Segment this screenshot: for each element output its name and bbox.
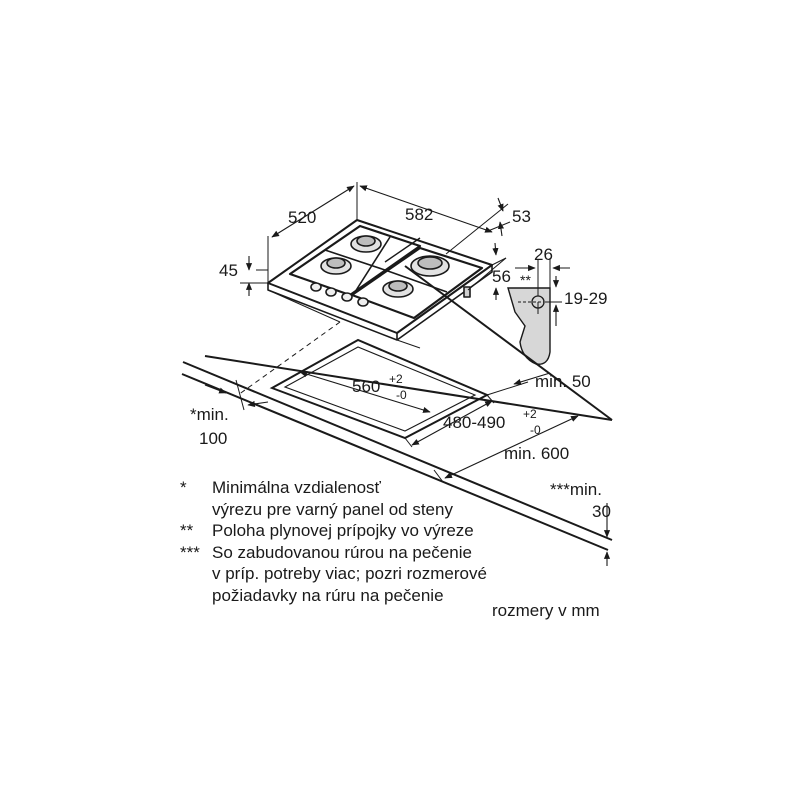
- control-knobs: [310, 282, 369, 307]
- dim-min-100: *min. 100: [190, 379, 269, 448]
- dim-582-label: 582: [405, 205, 433, 224]
- burner-front-right: [382, 280, 414, 298]
- footnote-2-text: Poloha plynovej prípojky vo výreze: [212, 521, 474, 540]
- footnote-1: * Minimálna vzdialenosť výrezu pre varný…: [180, 477, 620, 520]
- dim-min-50: min. 50: [486, 372, 591, 396]
- dim-480-490-tol-minus: -0: [530, 423, 541, 437]
- footnote-2-mark: **: [180, 521, 194, 540]
- cooktop-drawing: [267, 219, 493, 341]
- dim-45-label: 45: [219, 261, 238, 280]
- dim-26-label: 26: [534, 245, 553, 264]
- footnote-1-text: Minimálna vzdialenosť výrezu pre varný p…: [212, 478, 453, 519]
- dim-520: 520: [271, 185, 355, 238]
- footnote-3-text: So zabudovanou rúrou na pečenie v príp. …: [212, 542, 487, 605]
- dim-560-tol-minus: -0: [396, 388, 407, 402]
- footnote-3-mark: ***: [180, 542, 200, 562]
- burner-back-right: [410, 255, 450, 277]
- gas-marker-label: **: [520, 272, 531, 288]
- burner-front-left: [320, 257, 352, 275]
- dim-56: 56: [467, 242, 511, 300]
- dim-53-label: 53: [512, 207, 531, 226]
- dim-480-490-tol-plus: +2: [523, 407, 537, 421]
- dim-min-30: ***min. 30: [550, 480, 611, 566]
- dim-min-600: min. 600: [433, 415, 579, 483]
- dim-480-490-label: 480-490: [443, 413, 505, 432]
- footnote-1-mark: *: [180, 478, 187, 497]
- dim-min-50-label: min. 50: [535, 372, 591, 391]
- dim-19-29-label: 19-29: [564, 289, 607, 308]
- gas-connector-detail: 26 ** 19-29: [507, 245, 607, 365]
- dim-582: 582: [359, 185, 493, 233]
- dim-560-label: 560: [352, 377, 380, 396]
- dim-min-100-value: 100: [199, 429, 227, 448]
- dim-min-600-label: min. 600: [504, 444, 569, 463]
- burner-back-left: [350, 235, 382, 253]
- dim-min-30-label: ***min.: [550, 480, 602, 499]
- dim-min-30-value: 30: [592, 502, 611, 521]
- footnote-3: *** So zabudovanou rúrou na pečenie v pr…: [180, 542, 620, 607]
- dim-45: 45: [219, 256, 268, 296]
- dim-560: 560 +2 -0: [299, 371, 431, 413]
- dim-56-label: 56: [492, 267, 511, 286]
- dim-min-100-label: *min.: [190, 405, 229, 424]
- dim-560-tol-plus: +2: [389, 372, 403, 386]
- dim-53: 53: [445, 197, 531, 255]
- dim-520-label: 520: [288, 208, 316, 227]
- footnote-2: ** Poloha plynovej prípojky vo výreze: [180, 520, 620, 542]
- units-label: rozmery v mm: [492, 601, 600, 620]
- footnotes: * Minimálna vzdialenosť výrezu pre varný…: [180, 477, 620, 606]
